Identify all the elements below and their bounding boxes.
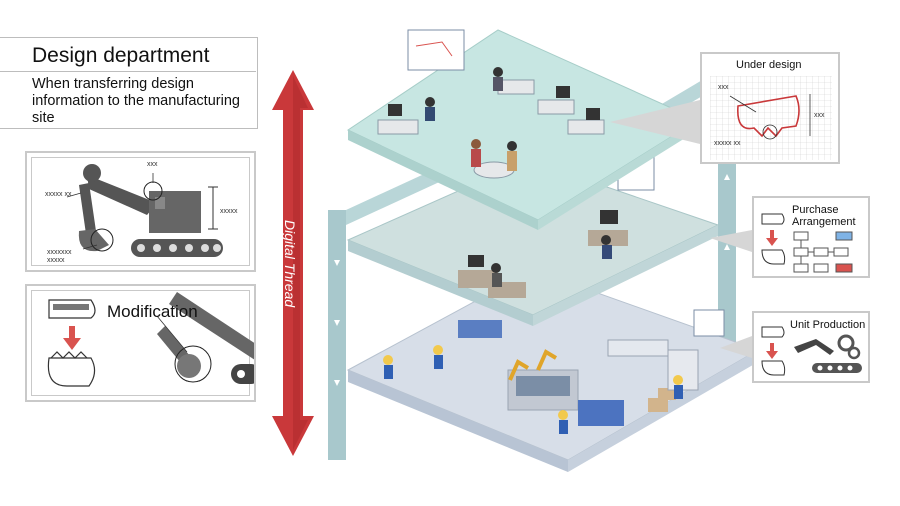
callout-under-design: Under design xxx xxx xxxxx xx — [700, 52, 840, 164]
modification-label: Modification — [107, 302, 198, 321]
callout-unit-production-title: Unit Production — [790, 319, 866, 331]
header-box: Design department When transferring desi… — [0, 37, 258, 129]
callout-unit-production: Unit Production — [752, 311, 870, 383]
dim-label-right: xxxxx — [220, 208, 238, 215]
dim-label-top: xxx — [147, 161, 158, 168]
panel-frame — [31, 157, 250, 266]
factory-building-illustration — [328, 29, 760, 472]
digital-thread-label: Digital Thread — [282, 220, 298, 308]
excavator-drawing-panel: xxx xxxxx xx xxxxx xxxxxxx xxxxx — [25, 151, 256, 272]
dim-label-left: xxxxx xx — [45, 191, 72, 198]
modification-panel: Modification — [25, 284, 256, 402]
callout-connectors — [610, 100, 752, 358]
design-grid-drawing — [710, 76, 832, 160]
header-divider — [0, 71, 256, 72]
callout-label-top: xxx — [718, 84, 729, 91]
callout-label-right: xxx — [814, 112, 825, 119]
callout-under-design-title: Under design — [736, 59, 802, 71]
page-title: Design department — [32, 44, 210, 67]
digital-thread-arrow — [272, 70, 314, 456]
unit-production-diagram — [761, 326, 862, 376]
excavator-drawing — [66, 164, 223, 257]
dim-label-bottom: xxxxxxx xxxxx — [47, 249, 72, 264]
callout-purchase-title: Purchase Arrangement — [792, 204, 856, 228]
callout-label-bottom: xxxxx xx — [714, 140, 741, 147]
purchase-flow-diagram — [761, 213, 853, 273]
modification-drawing — [47, 292, 254, 387]
page-subtitle: When transferring design information to … — [32, 76, 240, 126]
callout-purchase-arrangement: Purchase Arrangement — [752, 196, 870, 278]
